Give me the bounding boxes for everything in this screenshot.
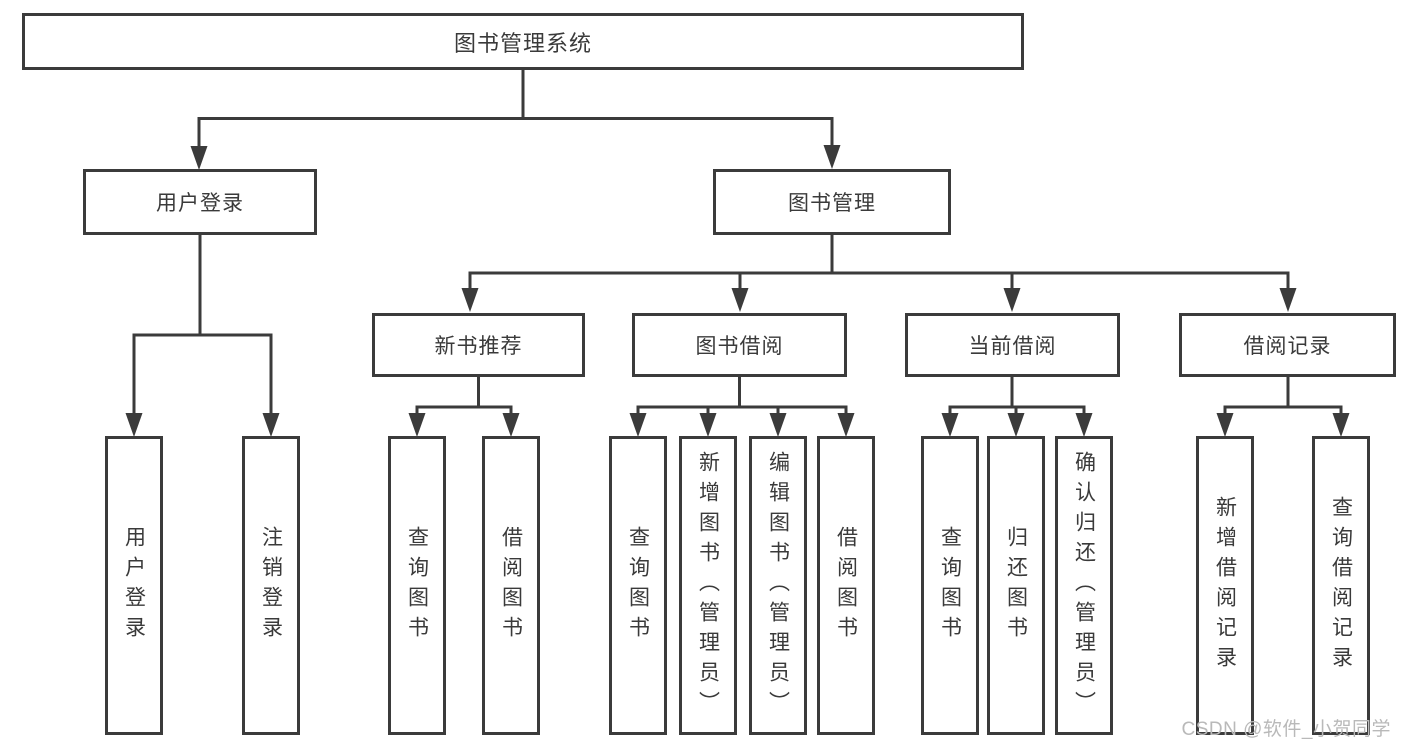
leaf-logout: 注销登录 [242, 436, 300, 735]
arrowhead-user-login [190, 146, 208, 170]
arrowhead-leaf-borrow-book-1 [502, 413, 520, 437]
node-root: 图书管理系统 [22, 13, 1024, 70]
edge-current-borrow-children [941, 377, 1093, 437]
edge-book-borrow-children [629, 377, 855, 437]
node-borrow-records: 借阅记录 [1179, 313, 1396, 377]
arrowhead-leaf-return-book [1007, 413, 1025, 437]
leaf-confirm-return-admin: 确认归还（管理员） [1055, 436, 1113, 735]
edge-borrow-records-children [1216, 377, 1350, 437]
arrowhead-leaf-confirm-return [1075, 413, 1093, 437]
node-label: 新增借阅记录 [1213, 495, 1237, 676]
node-label: 编辑图书（管理员） [766, 450, 790, 721]
edge-new-book-recommend-children [408, 377, 520, 437]
arrowhead-book-management [823, 145, 841, 169]
edge-book-management-children [461, 234, 1297, 312]
node-book-management: 图书管理 [713, 169, 951, 235]
leaf-query-borrow-record: 查询借阅记录 [1312, 436, 1370, 735]
node-label: 借阅图书 [834, 525, 858, 646]
arrowhead-book-borrow [731, 288, 749, 312]
arrowhead-leaf-query-book-2 [629, 413, 647, 437]
arrowhead-new-book-recommend [461, 288, 479, 312]
arrowhead-leaf-query-book-3 [941, 413, 959, 437]
arrowhead-leaf-logout [262, 413, 280, 437]
node-label: 查询图书 [405, 525, 429, 646]
arrowhead-leaf-borrow-book-2 [837, 413, 855, 437]
arrowhead-leaf-query-book-1 [408, 413, 426, 437]
leaf-edit-book-admin: 编辑图书（管理员） [749, 436, 807, 735]
node-label: 借阅记录 [1243, 335, 1332, 358]
node-label: 查询图书 [626, 525, 650, 646]
node-book-borrow: 图书借阅 [632, 313, 847, 377]
arrowhead-leaf-user-login [125, 413, 143, 437]
node-label: 新增图书（管理员） [696, 450, 720, 721]
node-label: 用户登录 [156, 192, 244, 215]
node-label: 查询图书 [938, 525, 962, 646]
node-label: 查询借阅记录 [1329, 495, 1353, 676]
leaf-query-book-3: 查询图书 [921, 436, 979, 735]
leaf-user-login: 用户登录 [105, 436, 163, 735]
leaf-borrow-book-1: 借阅图书 [482, 436, 540, 735]
edge-user-login-children [125, 234, 280, 437]
node-label: 新书推荐 [434, 335, 523, 358]
node-label: 注销登录 [259, 525, 283, 646]
leaf-query-book-2: 查询图书 [609, 436, 667, 735]
arrowhead-borrow-records [1279, 288, 1297, 312]
node-user-login: 用户登录 [83, 169, 317, 235]
arrowhead-leaf-add-record [1216, 413, 1234, 437]
node-current-borrow: 当前借阅 [905, 313, 1120, 377]
leaf-return-book: 归还图书 [987, 436, 1045, 735]
arrowhead-leaf-edit-book [769, 413, 787, 437]
leaf-add-book-admin: 新增图书（管理员） [679, 436, 737, 735]
node-label: 确认归还（管理员） [1072, 450, 1096, 721]
arrowhead-leaf-query-record [1332, 413, 1350, 437]
arrowhead-leaf-add-book [699, 413, 717, 437]
node-label: 归还图书 [1004, 525, 1028, 646]
node-label: 图书管理 [788, 192, 876, 215]
node-label: 当前借阅 [968, 335, 1057, 358]
node-new-book-recommend: 新书推荐 [372, 313, 585, 377]
arrowhead-current-borrow [1003, 288, 1021, 312]
edge-root-to-level2 [190, 70, 841, 170]
node-label: 用户登录 [122, 525, 146, 646]
watermark: CSDN @软件_小贺同学 [1181, 719, 1391, 740]
node-label: 图书管理系统 [453, 30, 592, 56]
node-label: 图书借阅 [695, 335, 784, 358]
leaf-borrow-book-2: 借阅图书 [817, 436, 875, 735]
leaf-query-book-1: 查询图书 [388, 436, 446, 735]
node-label: 借阅图书 [499, 525, 523, 646]
leaf-add-borrow-record: 新增借阅记录 [1196, 436, 1254, 735]
